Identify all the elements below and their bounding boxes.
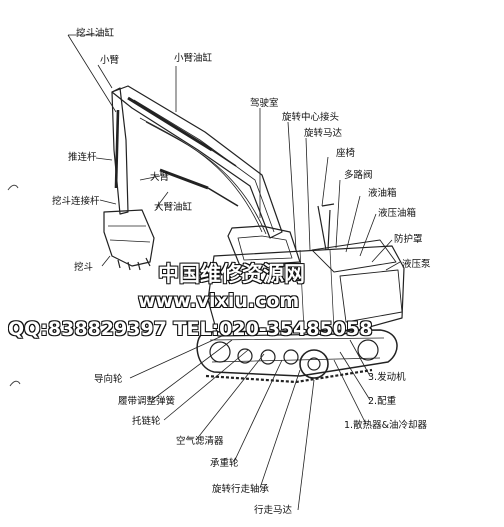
watermark-site-name: 中国维修资源网 [157, 261, 305, 286]
label-travel-motor: 行走马达 [254, 505, 293, 516]
watermark-url: www.vixiu.com [137, 289, 300, 312]
boom-cylinder-shape [159, 168, 209, 190]
label-radiator: 1.散热器&油冷却器 [344, 420, 427, 431]
label-sprocket: 托链轮 [132, 416, 161, 427]
travel-motor-shape [299, 349, 329, 379]
label-cab: 驾驶室 [250, 98, 279, 109]
label-boom: 大臂 [150, 172, 170, 183]
label-track-adjuster: 履带调整弹簧 [118, 396, 176, 407]
cab-shape [227, 225, 301, 267]
engine-hood-shape [311, 239, 397, 273]
label-counterweight-cover: 液压泵 [402, 259, 431, 270]
label-roller: 承重轮 [210, 458, 239, 469]
label-swing-bearing: 旋转行走轴承 [212, 484, 270, 495]
watermark-contact: QQ:838829397 TEL:020-35485058 [7, 317, 373, 340]
upper-structure-shape [207, 245, 405, 337]
label-swing-motor: 旋转马达 [304, 128, 343, 139]
label-control-valve: 多路阀 [344, 170, 373, 181]
label-linkage-rod: 推连杆 [68, 152, 97, 163]
arm-shape [111, 87, 129, 215]
label-hydraulic-tank: 液油箱 [368, 188, 397, 199]
label-engine: 3.发动机 [368, 372, 406, 383]
bucket-cylinder-shape [114, 109, 120, 189]
label-seat: 座椅 [336, 148, 356, 159]
arm-cylinder-shape [127, 96, 213, 152]
label-bucket-link: 挖斗连接杆 [52, 196, 100, 207]
label-arm-cylinder: 小臂油缸 [174, 53, 213, 64]
label-counterweight: 2.配重 [368, 396, 397, 407]
label-air-filter: 空气滤清器 [176, 436, 224, 447]
track-shape [196, 329, 398, 377]
label-hydraulic-pump: 液压油箱 [378, 208, 417, 219]
boom-shape [111, 85, 283, 239]
label-guard: 防护罩 [394, 234, 423, 245]
label-swivel-joint: 旋转中心接头 [282, 112, 340, 123]
label-arm: 小臂 [100, 55, 120, 66]
label-bucket-cylinder: 挖斗油缸 [76, 28, 115, 39]
bucket-shape [103, 209, 155, 267]
label-boom-cylinder: 大臂油缸 [154, 202, 193, 213]
label-idler: 导向轮 [94, 374, 123, 385]
label-bucket: 挖斗 [74, 262, 94, 273]
